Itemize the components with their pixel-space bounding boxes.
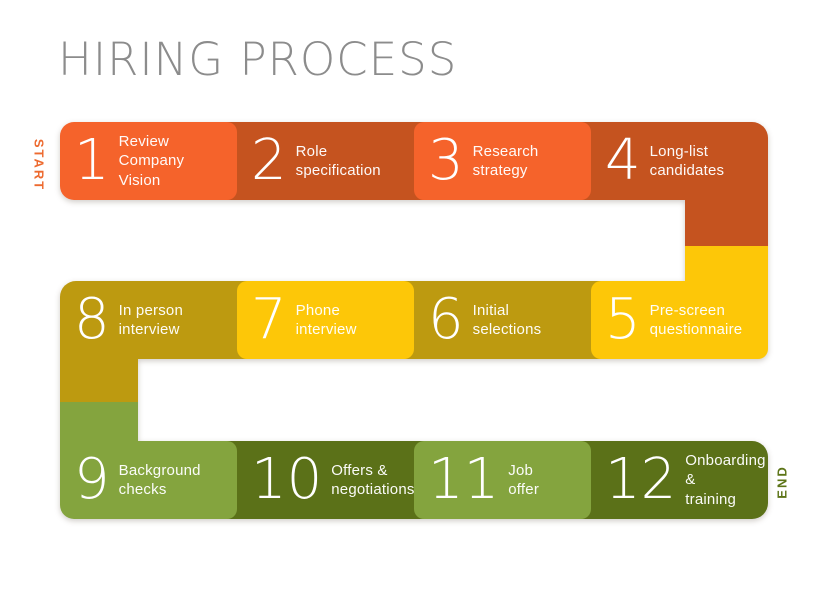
step-block-10: 10 Offers & negotiations bbox=[227, 441, 424, 519]
step-block-2: 2 Role specification bbox=[227, 122, 424, 200]
step-label: Phone interview bbox=[295, 301, 357, 339]
step-number: 7 bbox=[251, 287, 287, 352]
connector-right-lower bbox=[685, 246, 768, 293]
step-label: Long-list candidates bbox=[649, 142, 725, 180]
step-label: In person interview bbox=[118, 301, 183, 339]
step-number: 3 bbox=[428, 128, 464, 193]
step-label: Review Company Vision bbox=[118, 132, 185, 189]
step-number: 11 bbox=[428, 447, 500, 512]
connector-left-upper bbox=[60, 354, 138, 402]
connector-left-lower bbox=[60, 402, 138, 453]
step-number: 9 bbox=[74, 447, 110, 512]
step-block-3: 3 Research strategy bbox=[414, 122, 591, 200]
step-block-8: 8 In person interview bbox=[60, 281, 247, 359]
step-block-12: 12 Onboarding & training bbox=[581, 441, 768, 519]
step-number: 12 bbox=[605, 447, 677, 512]
step-label: Initial selections bbox=[472, 301, 542, 339]
step-block-6: 6 Initial selections bbox=[404, 281, 601, 359]
step-number: 2 bbox=[251, 128, 287, 193]
step-number: 4 bbox=[605, 128, 641, 193]
connector-right-upper bbox=[685, 195, 768, 247]
step-block-11: 11 Job offer bbox=[414, 441, 591, 519]
step-number: 1 bbox=[74, 128, 110, 193]
step-block-4: 4 Long-list candidates bbox=[581, 122, 768, 200]
step-number: 6 bbox=[428, 287, 464, 352]
step-label: Role specification bbox=[295, 142, 381, 180]
step-label: Onboarding & training bbox=[685, 451, 766, 508]
step-number: 5 bbox=[605, 287, 641, 352]
step-number: 10 bbox=[251, 447, 323, 512]
step-label: Job offer bbox=[508, 461, 540, 499]
step-label: Background checks bbox=[118, 461, 201, 499]
step-block-7: 7 Phone interview bbox=[237, 281, 414, 359]
page-title: HIRING PROCESS bbox=[58, 33, 458, 86]
step-block-1: 1 Review Company Vision bbox=[60, 122, 237, 200]
step-label: Research strategy bbox=[472, 142, 539, 180]
step-label: Offers & negotiations bbox=[331, 461, 415, 499]
step-label: Pre-screen questionnaire bbox=[649, 301, 743, 339]
step-number: 8 bbox=[74, 287, 110, 352]
step-block-5: 5 Pre-screen questionnaire bbox=[591, 281, 768, 359]
step-block-9: 9 Background checks bbox=[60, 441, 237, 519]
